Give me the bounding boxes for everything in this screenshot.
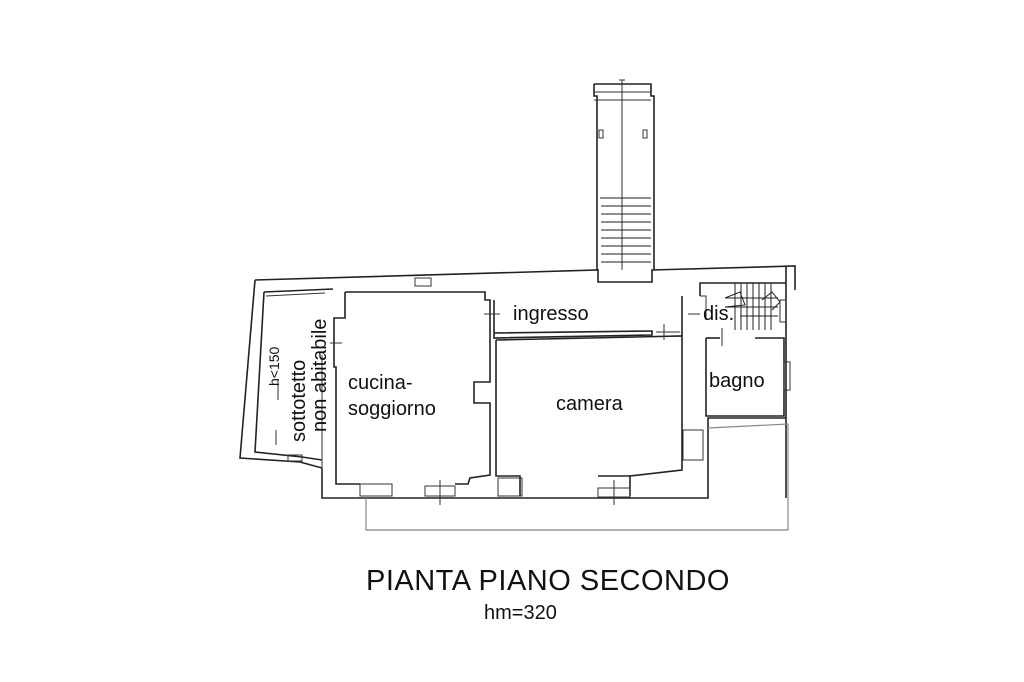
bedroom-room [484, 296, 704, 505]
plan-height-note: hm=320 [484, 602, 557, 624]
entrance-label: ingresso [513, 303, 589, 325]
bathroom-room [705, 328, 791, 417]
landing-label: dis. [703, 303, 734, 325]
plan-title: PIANTA PIANO SECONDO [366, 565, 730, 597]
attic-note: non abitabile [309, 319, 331, 432]
kitchen-living-room [330, 277, 491, 505]
bedroom-label: camera [556, 393, 624, 415]
attic-label: sottotetto [288, 360, 310, 442]
attic-height-note: h<150 [266, 346, 282, 386]
kitchen-living-label-line1: cucina- [348, 372, 412, 394]
kitchen-living-label-line2: soggiorno [348, 398, 436, 420]
outer-walls [239, 265, 796, 531]
attic-room [254, 291, 326, 470]
landing-stair [688, 282, 787, 330]
external-staircase [593, 79, 655, 270]
bathroom-label: bagno [709, 370, 765, 392]
